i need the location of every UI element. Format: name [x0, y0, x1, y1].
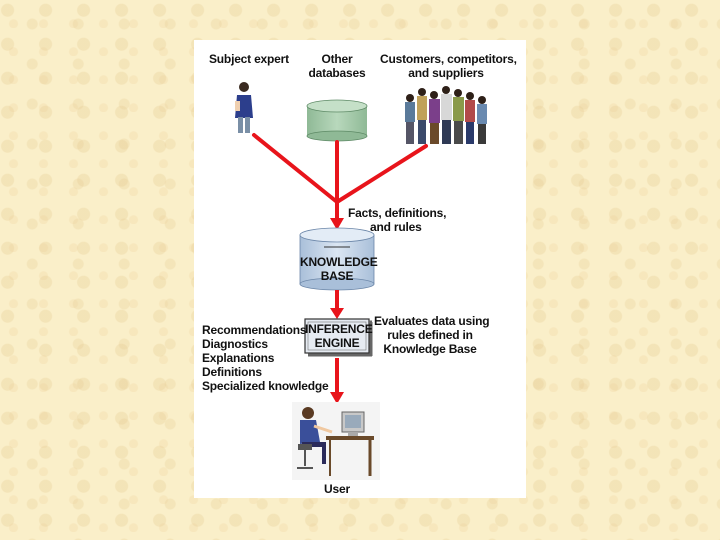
customers-line-1: Customers, competitors, — [380, 52, 517, 66]
subject-expert-label: Subject expert — [209, 52, 289, 66]
evaluates-line-1: Evaluates data using — [374, 314, 490, 328]
arrow-engine-to-user-head — [330, 392, 344, 404]
other-databases-cylinder — [306, 99, 368, 142]
outputs-list: Recommendations Diagnostics Explanations… — [202, 323, 329, 393]
evaluates-label: Evaluates data using rules defined in Kn… — [374, 314, 490, 356]
user-label: User — [324, 482, 350, 496]
knowledge-base-label: KNOWLEDGE BASE — [300, 255, 378, 283]
evaluates-line-3: Knowledge Base — [383, 342, 477, 356]
facts-line-2: and rules — [370, 220, 422, 234]
inference-engine-label: INFERENCE ENGINE — [305, 322, 373, 350]
diagram-graphics — [235, 82, 487, 480]
arrow-kb-to-engine-head — [330, 308, 344, 319]
other-databases-line-2: databases — [308, 66, 366, 80]
subject-expert-figure — [235, 82, 253, 133]
knowledge-base-line-2: BASE — [320, 269, 354, 283]
arrow-to-knowledge-base — [330, 218, 344, 230]
source-arrows — [252, 133, 428, 222]
output-definitions: Definitions — [202, 365, 262, 379]
output-explanations: Explanations — [202, 351, 275, 365]
knowledge-base-cylinder — [299, 227, 375, 291]
output-specialized-knowledge: Specialized knowledge — [202, 379, 329, 393]
inference-engine-line-2: ENGINE — [314, 336, 360, 350]
evaluates-line-2: rules defined in — [387, 328, 473, 342]
facts-label: Facts, definitions, and rules — [348, 206, 446, 234]
user-at-computer-figure — [292, 402, 380, 480]
inference-engine-box — [304, 318, 373, 357]
other-databases-label: Other databases — [304, 52, 370, 80]
knowledge-base-line-1: KNOWLEDGE — [300, 255, 378, 269]
customers-competitors-suppliers-figures — [405, 86, 487, 144]
diagram-panel: Subject expert Other databases Customers… — [194, 40, 526, 498]
output-diagnostics: Diagnostics — [202, 337, 268, 351]
customers-label: Customers, competitors, and suppliers — [380, 52, 517, 80]
other-databases-line-1: Other — [321, 52, 353, 66]
facts-line-1: Facts, definitions, — [348, 206, 447, 220]
inference-engine-line-1: INFERENCE — [305, 322, 373, 336]
customers-line-2: and suppliers — [408, 66, 484, 80]
output-recommendations: Recommendations — [202, 323, 307, 337]
